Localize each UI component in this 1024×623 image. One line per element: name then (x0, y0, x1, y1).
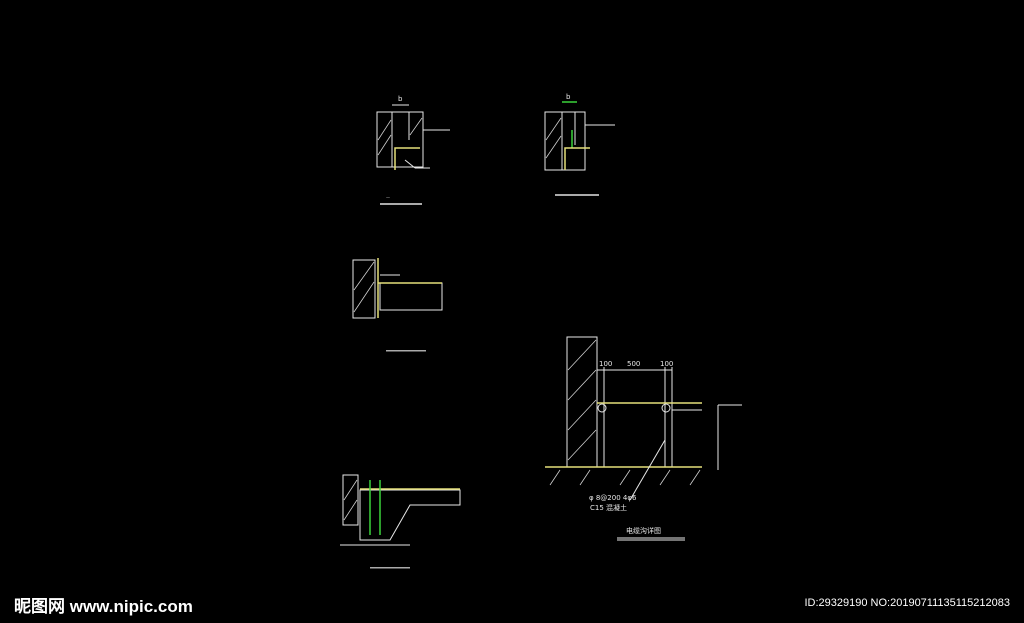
detail-bottom-left (340, 474, 461, 569)
detail-top-right: b (544, 93, 615, 196)
svg-text:—: — (386, 195, 390, 200)
dim-100-right: 100 (660, 360, 673, 368)
detail-top-left: b — (376, 95, 450, 205)
dim-b-right: b (566, 93, 571, 101)
dim-100-left: 100 (599, 360, 612, 368)
detail-cable-trench: 100 500 100 φ 8@200 4φ6 C15 混凝土 电缆沟详图 (545, 336, 742, 541)
watermark-id: ID:29329190 NO:20190711135115212083 (804, 597, 1010, 609)
detail-middle (352, 258, 443, 352)
trench-title: 电缆沟详图 (626, 526, 661, 535)
watermark-logo: 昵图网 www.nipic.com (14, 597, 193, 616)
rebar-note: φ 8@200 4φ6 (589, 494, 637, 502)
concrete-note: C15 混凝土 (590, 503, 627, 512)
dim-b-left: b (398, 95, 403, 103)
dim-500: 500 (627, 360, 640, 368)
